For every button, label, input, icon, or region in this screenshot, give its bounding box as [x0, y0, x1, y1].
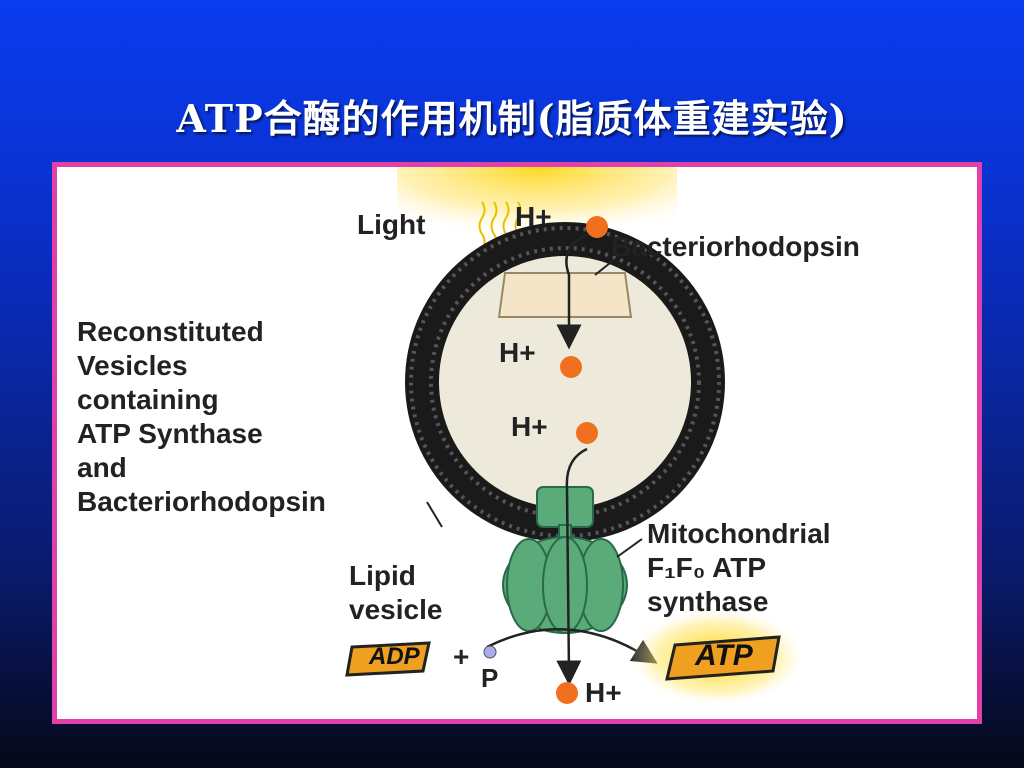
atp-box	[665, 635, 781, 681]
lipid-label: Lipid vesicle	[349, 559, 442, 627]
light-label: Light	[357, 209, 426, 240]
proton-inside-1-label: H+	[499, 337, 536, 368]
diagram-frame: Light H+ Bacteriorhodopsin Reconstituted…	[52, 162, 982, 724]
proton-arrow-out	[556, 447, 588, 686]
phosphate-label: P	[481, 663, 499, 693]
lipid-label-line-2: vesicle	[349, 594, 443, 625]
lipid-leader	[426, 501, 443, 528]
f0-subunit	[536, 486, 594, 528]
bacteriorhodopsin-leader	[594, 258, 616, 276]
bacteriorhodopsin-label: Bacteriorhodopsin	[611, 231, 860, 262]
reaction-arrow	[486, 627, 658, 664]
proton-bottom-dot	[556, 682, 578, 704]
phosphate-dot	[483, 645, 497, 659]
synthase-leader	[616, 538, 643, 558]
diagram-canvas	[345, 167, 807, 707]
slide-title: ATP合酶的作用机制(脂质体重建实验)	[176, 96, 848, 141]
vesicle-label-line-6: Bacteriorhodopsin	[77, 486, 326, 517]
proton-bottom-label: H+	[585, 677, 622, 708]
proton-arrow-in	[556, 233, 588, 350]
adp-label: ADP	[369, 643, 420, 670]
proton-top-label: H+	[515, 201, 552, 232]
proton-inside-1-dot	[560, 356, 582, 378]
vesicle-label: Reconstituted Vesicles containing ATP Sy…	[77, 315, 326, 519]
adp-box	[345, 641, 431, 677]
atp-label: ATP	[695, 639, 753, 672]
lipid-label-line-1: Lipid	[349, 560, 416, 591]
vesicle-label-line-3: containing	[77, 384, 219, 415]
synthase-label-line-3: synthase	[647, 586, 769, 617]
proton-inside-2-label: H+	[511, 411, 548, 442]
vesicle-label-line-1: Reconstituted	[77, 316, 264, 347]
bacteriorhodopsin-protein	[497, 272, 633, 318]
proton-top-dot	[586, 216, 608, 238]
proton-inside-2-dot	[576, 422, 598, 444]
vesicle-interior	[439, 256, 691, 508]
synthase-label-line-2: F₁F₀ ATP	[647, 552, 767, 583]
plus-sign: +	[453, 641, 470, 672]
synthase-label: Mitochondrial F₁F₀ ATP synthase	[647, 517, 831, 619]
vesicle-label-line-2: Vesicles	[77, 350, 188, 381]
vesicle-label-line-5: and	[77, 452, 127, 483]
synthase-label-line-1: Mitochondrial	[647, 518, 831, 549]
vesicle-label-line-4: ATP Synthase	[77, 418, 263, 449]
f1-head	[502, 536, 628, 634]
